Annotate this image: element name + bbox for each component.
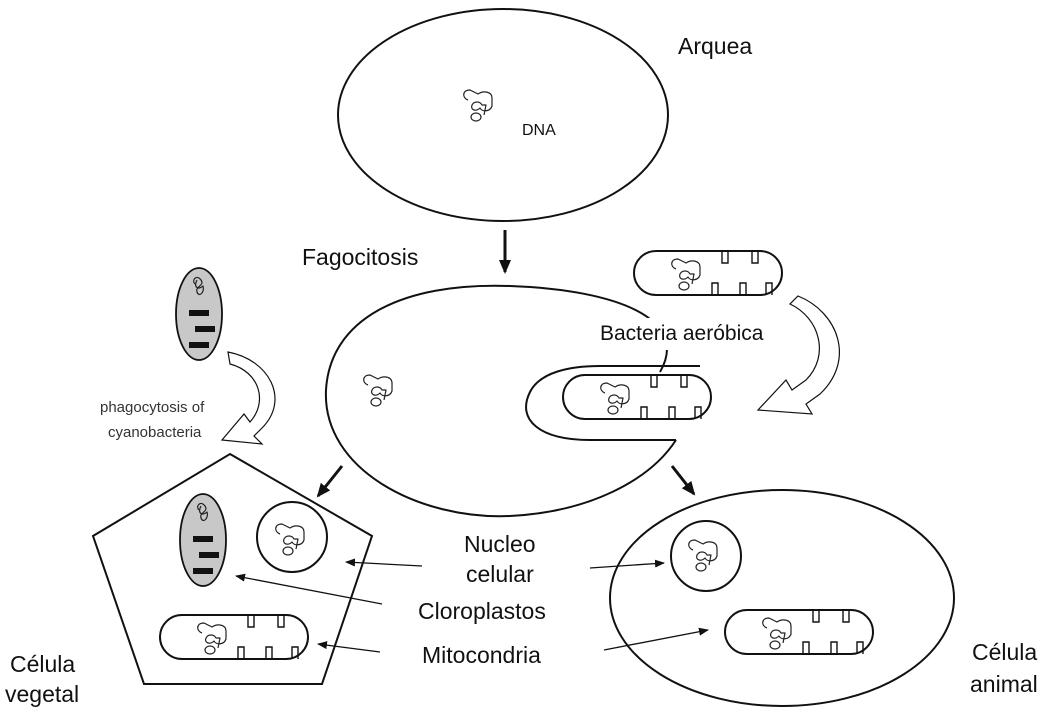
animal-nucleus: [670, 520, 742, 592]
pointer-nucleus-plant: [345, 558, 423, 567]
mitocondria-label: Mitocondria: [422, 642, 541, 668]
celula-vegetal-line1: Célula: [10, 651, 75, 677]
celula-vegetal-line2: vegetal: [5, 681, 79, 707]
engulfed-bacterium: [563, 375, 711, 419]
host-cell-engulfing: [324, 284, 711, 518]
bacteria-aerobica-label: Bacteria aeróbica: [600, 322, 764, 345]
celula-animal-line2: animal: [970, 671, 1038, 697]
pointer-nucleus-animal: [589, 559, 665, 569]
phagocytosis-line1: phagocytosis of: [100, 399, 205, 416]
plant-cell: [91, 452, 374, 685]
arrow-to-animal-cell: [670, 465, 696, 496]
host-dna-icon: [363, 374, 393, 407]
bacteria-label-bg: [596, 318, 792, 350]
celula-animal-line1: Célula: [972, 639, 1037, 665]
plant-nucleus: [256, 501, 328, 573]
pointer-mito-plant: [317, 641, 381, 653]
aerobic-bacterium: [634, 251, 782, 295]
animal-cell: [609, 489, 955, 707]
fagocitosis-label: Fagocitosis: [302, 244, 418, 270]
dna-label: DNA: [522, 122, 556, 139]
archaea-cell: DNA: [337, 8, 669, 222]
plant-chloroplast: [179, 493, 227, 587]
arquea-label: Arquea: [678, 33, 752, 59]
plant-mitochondrion: [160, 615, 308, 659]
cloroplastos-label: Cloroplastos: [418, 598, 546, 624]
pointer-mito-animal: [603, 627, 709, 651]
phagocytosis-line2: cyanobacteria: [108, 424, 202, 441]
cyanobacterium: [175, 267, 223, 361]
archaea-dna-icon: [463, 89, 493, 122]
nucleo-label-line2: celular: [466, 561, 534, 587]
arrow-to-plant-cell: [316, 465, 344, 498]
curved-arrow-left: [220, 351, 276, 445]
nucleo-label-line1: Nucleo: [464, 531, 536, 557]
curved-arrow-right: [756, 295, 840, 415]
pointer-chloroplast: [235, 573, 383, 605]
animal-mitochondrion: [725, 610, 873, 654]
